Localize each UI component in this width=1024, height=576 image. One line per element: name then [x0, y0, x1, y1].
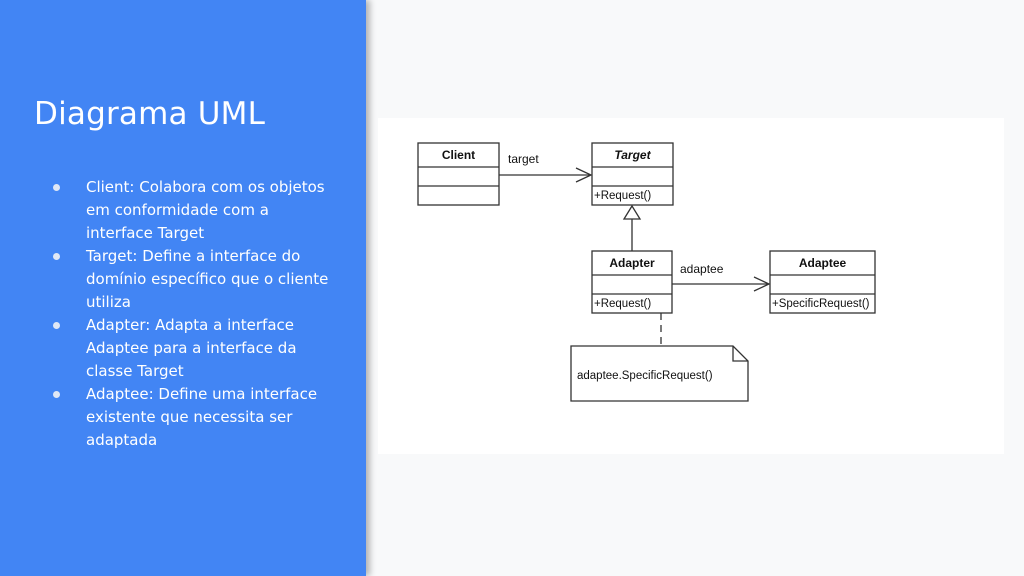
association-adapter-adaptee: adaptee [672, 262, 771, 292]
class-target-box [591, 142, 674, 206]
uml-diagram-svg: Client Target +Request() Adapter +Reques… [417, 142, 876, 402]
inheritance-triangle-icon [622, 204, 642, 220]
bullet-dot-icon [53, 253, 60, 260]
class-adaptee-name: Adaptee [799, 256, 847, 270]
note-box: adaptee.SpecificRequest() [570, 345, 749, 402]
bullet-list: Client: Colabora com os objetos em confo… [48, 176, 340, 452]
class-adapter-name: Adapter [609, 256, 655, 270]
left-panel: Diagrama UML Client: Colabora com os obj… [0, 0, 366, 576]
association-client-target: target [499, 152, 593, 183]
class-adapter-method: +Request() [594, 298, 651, 310]
bullet-dot-icon [53, 322, 60, 329]
bullet-text: Client: Colabora com os objetos em confo… [86, 178, 325, 242]
association-label-adaptee: adaptee [680, 262, 724, 276]
bullet-dot-icon [53, 184, 60, 191]
bullet-dot-icon [53, 391, 60, 398]
note-fold-icon [732, 346, 748, 362]
class-client-name: Client [442, 148, 475, 162]
class-adaptee-method: +SpecificRequest() [772, 298, 870, 310]
open-arrow-icon [575, 167, 593, 183]
class-adapter: Adapter +Request() [591, 250, 673, 314]
generalization-adapter-target [622, 204, 642, 251]
note-text: adaptee.SpecificRequest() [577, 370, 713, 382]
class-adaptee-box [769, 250, 876, 314]
class-client-box [417, 142, 500, 206]
class-target-name: Target [614, 148, 651, 162]
bullet-text: Adapter: Adapta a interface Adaptee para… [86, 316, 297, 380]
bullet-item-client: Client: Colabora com os objetos em confo… [48, 176, 340, 245]
class-client: Client [417, 142, 500, 206]
bullet-text: Adaptee: Define uma interface existente … [86, 385, 318, 449]
bullet-item-adaptee: Adaptee: Define uma interface existente … [48, 383, 340, 452]
bullet-item-target: Target: Define a interface do domínio es… [48, 245, 340, 314]
slide-title: Diagrama UML [34, 96, 266, 132]
uml-diagram: Client Target +Request() Adapter +Reques… [378, 118, 1004, 454]
note-outline [570, 345, 749, 402]
bullet-text: Target: Define a interface do domínio es… [86, 247, 329, 311]
class-target: Target +Request() [591, 142, 674, 206]
class-adaptee: Adaptee +SpecificRequest() [769, 250, 876, 314]
bullet-item-adapter: Adapter: Adapta a interface Adaptee para… [48, 314, 340, 383]
class-target-method: +Request() [594, 190, 651, 202]
association-label-target: target [508, 152, 539, 166]
open-arrow-icon [753, 276, 771, 292]
